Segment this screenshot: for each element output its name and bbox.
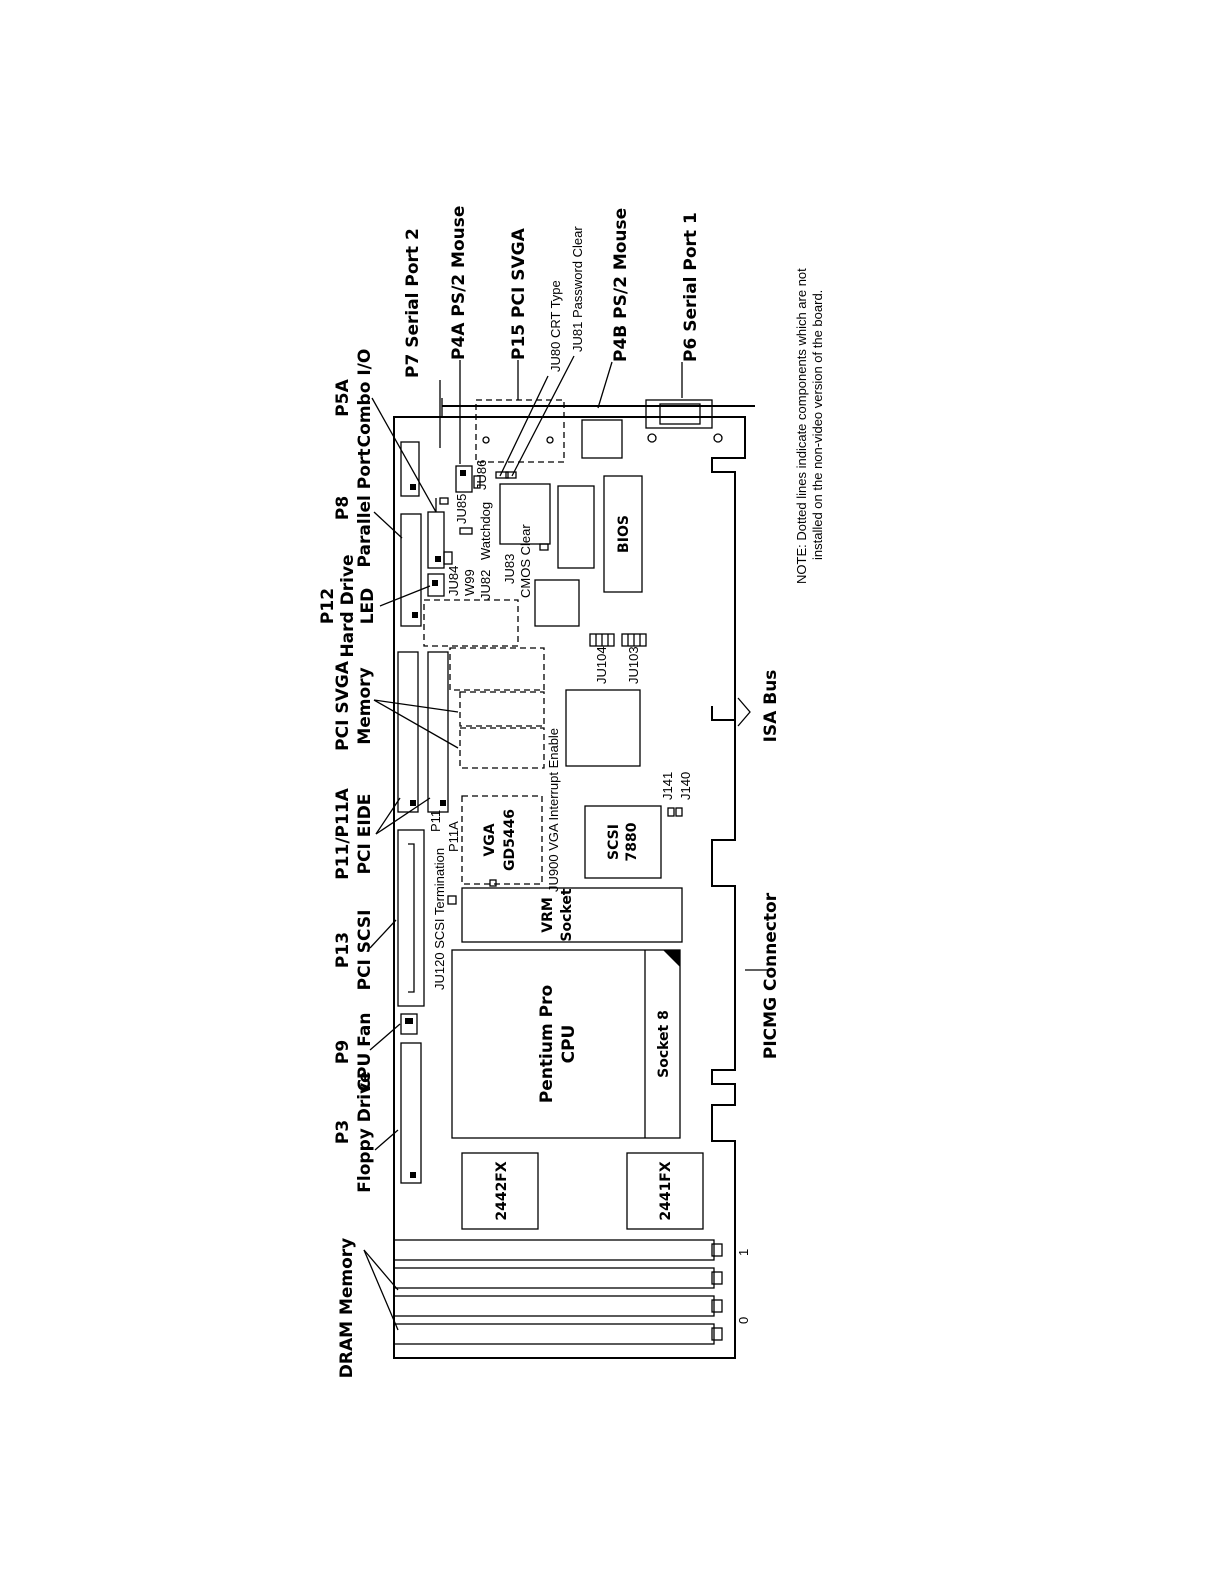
jumper-blocks: [439, 471, 683, 905]
svga-memory-chip-1: [459, 727, 545, 769]
chip-2442fx-label: 2442FX: [494, 1161, 510, 1221]
chip-2441fx-label: 2441FX: [658, 1161, 674, 1221]
p11-small-label: P11: [428, 810, 443, 832]
p15-svga-connector: [475, 399, 565, 463]
p4a-connector: [455, 465, 473, 493]
note-line-2: installed on the non-video version of th…: [810, 290, 825, 560]
j141-label: J141: [660, 772, 675, 800]
p8-sublabel: Parallel Port: [355, 449, 375, 568]
socket-8-pin1-marker: [663, 950, 680, 967]
chip-vga-label-line1: VGA: [482, 823, 498, 856]
ju83-label: JU83: [502, 554, 517, 584]
ju80-label: JU80 CRT Type: [548, 280, 563, 372]
svga-memory-sublabel: Memory: [355, 667, 375, 744]
p9-label: P9: [333, 1040, 353, 1064]
p13-scsi-connector: [397, 829, 425, 1007]
slot-number-0: 0: [736, 1317, 751, 1324]
chip-vga-label-line2: GD5446: [502, 809, 518, 871]
p8-label: P8: [333, 496, 353, 520]
chip-small: [534, 579, 580, 627]
isa-bus-label: ISA Bus: [761, 670, 781, 743]
p15-label: P15 PCI SVGA: [509, 227, 529, 360]
p12-sublabel-2: LED: [358, 588, 378, 625]
p3-pin1: [410, 1172, 416, 1178]
p5a-label: P5A: [333, 378, 353, 416]
ju120-label: JU120 SCSI Termination: [432, 848, 447, 990]
slot-number-1: 1: [736, 1249, 751, 1256]
chip-super-io: [499, 483, 551, 545]
svga-memory-chip-3: [449, 647, 545, 691]
hdd-led-connector: [427, 573, 445, 597]
p5a-sublabel: Combo I/O: [355, 349, 375, 448]
p4a-label: P4A PS/2 Mouse: [449, 206, 469, 360]
leader-lines: [363, 355, 770, 1331]
board-outline: [393, 416, 746, 1359]
p11a-connector: [427, 651, 449, 813]
ju104-label: JU104: [594, 646, 609, 684]
p6-serial-connector: [645, 399, 713, 429]
chip-eprom: [557, 485, 595, 569]
cmos-clear-label: CMOS Clear: [518, 524, 533, 598]
ju84-label: JU84: [446, 566, 461, 596]
j140-label: J140: [678, 772, 693, 800]
chip-bios-label: BIOS: [616, 515, 632, 553]
p11-label: P11/P11A: [333, 787, 353, 879]
chip-scsi-label-line1: SCSI: [606, 824, 622, 860]
isa-notch: [711, 706, 735, 721]
chip-scsi-7880: [584, 805, 662, 879]
chip-vga-gd5446: [461, 795, 543, 885]
chip-2441fx: [626, 1152, 704, 1230]
ju900-label: JU900 VGA Interrupt Enable: [546, 728, 561, 892]
ju86-label: JU86: [474, 460, 489, 490]
svga-dashed-area: [423, 599, 519, 647]
ju82-label: JU82: [478, 570, 493, 600]
vrm-label-line2: Socket: [559, 888, 575, 941]
p6-label: P6 Serial Port 1: [681, 212, 701, 362]
chip-scsi-label-line2: 7880: [624, 822, 640, 861]
ju81-label: JU81 Password Clear: [570, 226, 585, 352]
p11a-small-label: P11A: [446, 821, 461, 852]
p11-connector: [397, 651, 419, 813]
chip-keyboard: [581, 419, 623, 459]
vrm-socket: [461, 887, 683, 943]
svga-memory-label: PCI SVGA: [333, 660, 353, 751]
dram-slots: [393, 1239, 723, 1345]
p12-label: P12: [318, 588, 338, 624]
p7-connector: [400, 441, 420, 497]
p13-label: P13: [333, 932, 353, 968]
ju104-pins: [589, 633, 615, 647]
p4b-label: P4B PS/2 Mouse: [611, 208, 631, 362]
socket-8-label: Socket 8: [656, 1010, 672, 1078]
p3-label: P3: [333, 1120, 353, 1144]
p12-sublabel-1: Hard Drive: [338, 554, 358, 657]
p9-sublabel: CPU Fan: [355, 1013, 375, 1092]
dram-memory-label: DRAM Memory: [337, 1238, 357, 1379]
ju103-label: JU103: [626, 646, 641, 684]
picmg-connector-label: PICMG Connector: [761, 892, 781, 1059]
p11-sublabel: PCI EIDE: [355, 794, 375, 875]
p3-floppy-connector: [400, 1042, 422, 1184]
p9-fan-connector: [400, 1013, 418, 1035]
chip-center: [565, 689, 641, 767]
svga-memory-chip-2: [459, 691, 545, 727]
p13-sublabel: PCI SCSI: [355, 910, 375, 991]
cpu-label-line1: Pentium Pro: [537, 985, 557, 1103]
p7-label: P7 Serial Port 2: [403, 228, 423, 378]
p12-connector: [400, 513, 422, 627]
note-line-1: NOTE: Dotted lines indicate components w…: [794, 268, 809, 584]
watchdog-label: Watchdog: [478, 502, 493, 560]
ju103-pins: [621, 633, 647, 647]
w99-label: W99: [462, 569, 477, 596]
vrm-label-line1: VRM: [540, 897, 556, 933]
ju85-label: JU85: [454, 494, 469, 524]
socket-8: [451, 949, 681, 1139]
p3-sublabel: Floppy Drive: [355, 1071, 375, 1192]
chip-bios: [603, 475, 643, 593]
cpu-label-line2: CPU: [559, 1025, 579, 1064]
chip-2442fx: [461, 1152, 539, 1230]
